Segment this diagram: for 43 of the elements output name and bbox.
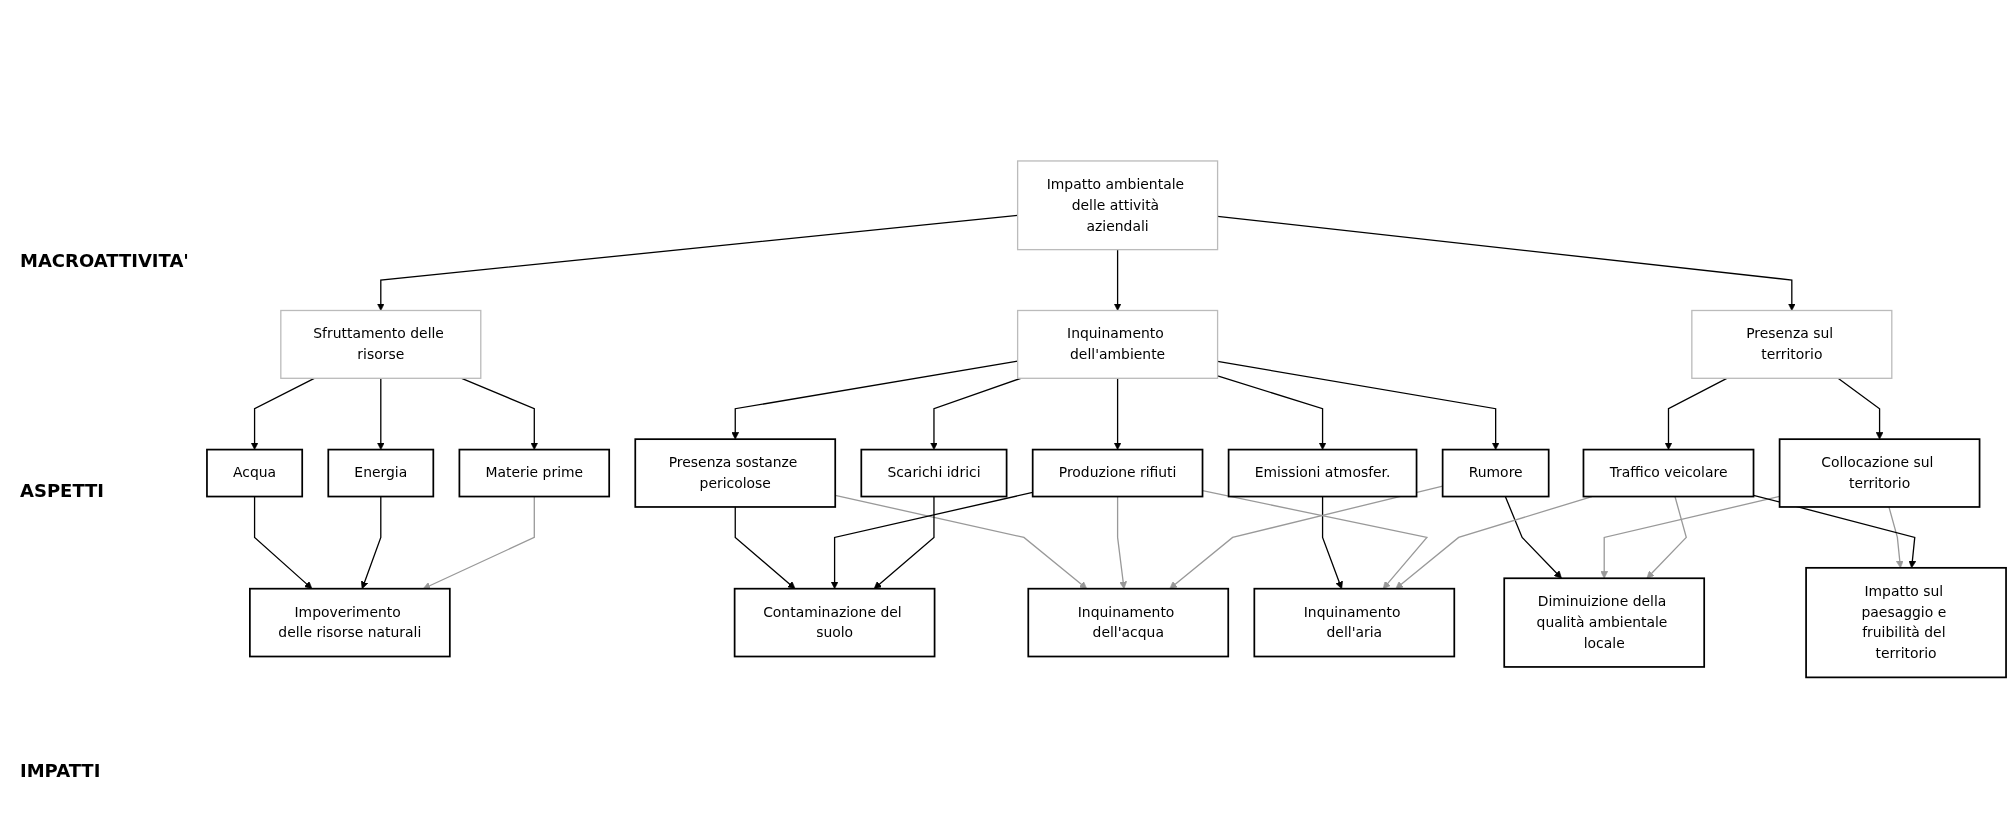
node-box: Presenza sul territorio (1691, 310, 1893, 380)
node-box: Acqua (206, 449, 304, 498)
node-box: Inquinamento dell'acqua (1027, 588, 1230, 658)
node-box: Collocazione sul territorio (1778, 438, 1981, 509)
arrow (1321, 496, 1343, 590)
arrow (1888, 506, 1904, 569)
arrow (250, 378, 315, 451)
level-label: ASPETTI (20, 480, 105, 501)
node-box: Scarichi idrici (860, 449, 1008, 498)
node-box: Contaminazione del suolo (733, 588, 936, 658)
node-box: Inquinamento dell'ambiente (1016, 310, 1219, 380)
arrow (377, 378, 385, 451)
arrow (253, 496, 313, 590)
node-box: Inquinamento dell'aria (1253, 588, 1456, 658)
node-box: Impatto ambientale delle attività aziendali (1016, 160, 1219, 251)
arrow (1504, 496, 1562, 579)
arrow (734, 506, 796, 590)
node-box: Sfruttamento delle risorse (280, 310, 482, 380)
arrow (461, 378, 539, 451)
arrow (422, 496, 535, 590)
node-box: Traffico veicolare (1582, 449, 1755, 498)
level-label: MACROATTIVITA' (20, 250, 189, 271)
arrow (1216, 361, 1500, 451)
arrow (873, 496, 935, 590)
arrow (1116, 496, 1127, 590)
arrow (1113, 249, 1122, 312)
arrow (1664, 378, 1728, 451)
arrow (1113, 378, 1122, 451)
arrow (1646, 496, 1687, 579)
arrow (1395, 496, 1593, 590)
arrow (1216, 375, 1327, 451)
node-box: Presenza sostanze pericolose (634, 438, 837, 509)
node-box: Rumore (1441, 449, 1550, 498)
arrow (1837, 378, 1884, 440)
node-box: Energia (327, 449, 435, 498)
node-box: Emissioni atmosfer. (1227, 449, 1418, 498)
level-label: IMPATTI (20, 760, 101, 781)
node-box: Produzione rifiuti (1031, 449, 1204, 498)
node-box: Materie prime (458, 449, 611, 498)
node-box: Impatto sul paesaggio e fruibilità del territorio (1805, 567, 2007, 679)
node-box: Impoverimento delle risorse naturali (249, 588, 451, 658)
arrow (360, 496, 382, 590)
node-box: Diminuizione della qualità ambientale locale (1503, 577, 1706, 669)
